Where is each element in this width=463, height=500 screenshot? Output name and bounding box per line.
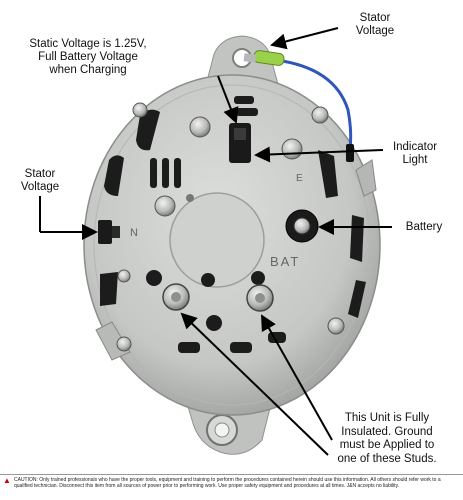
stamp-e: E xyxy=(296,173,303,184)
warning-triangle-icon: ▲ xyxy=(3,476,11,485)
bolt xyxy=(189,116,211,138)
arrow-stator-top xyxy=(270,27,339,50)
connectors xyxy=(98,50,354,244)
arrow-indicator xyxy=(254,146,384,163)
bolt xyxy=(311,106,329,124)
stamped-letters: N E BAT xyxy=(130,173,303,269)
arrow-ground-left xyxy=(180,312,329,456)
pointer-arrows xyxy=(39,27,392,456)
arrow-static-voltage xyxy=(217,75,239,124)
bolt xyxy=(281,138,303,160)
caution-footer: ▲ CAUTION: Only trained professionals wh… xyxy=(0,474,463,500)
label-static-voltage: Static Voltage is 1.25V,Full Battery Vol… xyxy=(29,38,147,76)
stamp-n: N xyxy=(130,227,138,239)
bolts xyxy=(116,102,345,352)
alternator-housing xyxy=(83,35,381,455)
bolt xyxy=(117,269,131,283)
stamp-bat: BAT xyxy=(270,254,300,269)
stator-connector-left xyxy=(98,220,112,244)
stator-wire xyxy=(275,58,353,151)
label-battery: Battery xyxy=(405,221,443,233)
arrow-ground-right xyxy=(261,314,333,441)
bolt xyxy=(154,195,176,217)
bolt xyxy=(116,336,132,352)
bolt xyxy=(132,102,148,118)
bolt xyxy=(327,317,345,335)
caution-text: CAUTION: Only trained professionals who … xyxy=(14,477,441,489)
